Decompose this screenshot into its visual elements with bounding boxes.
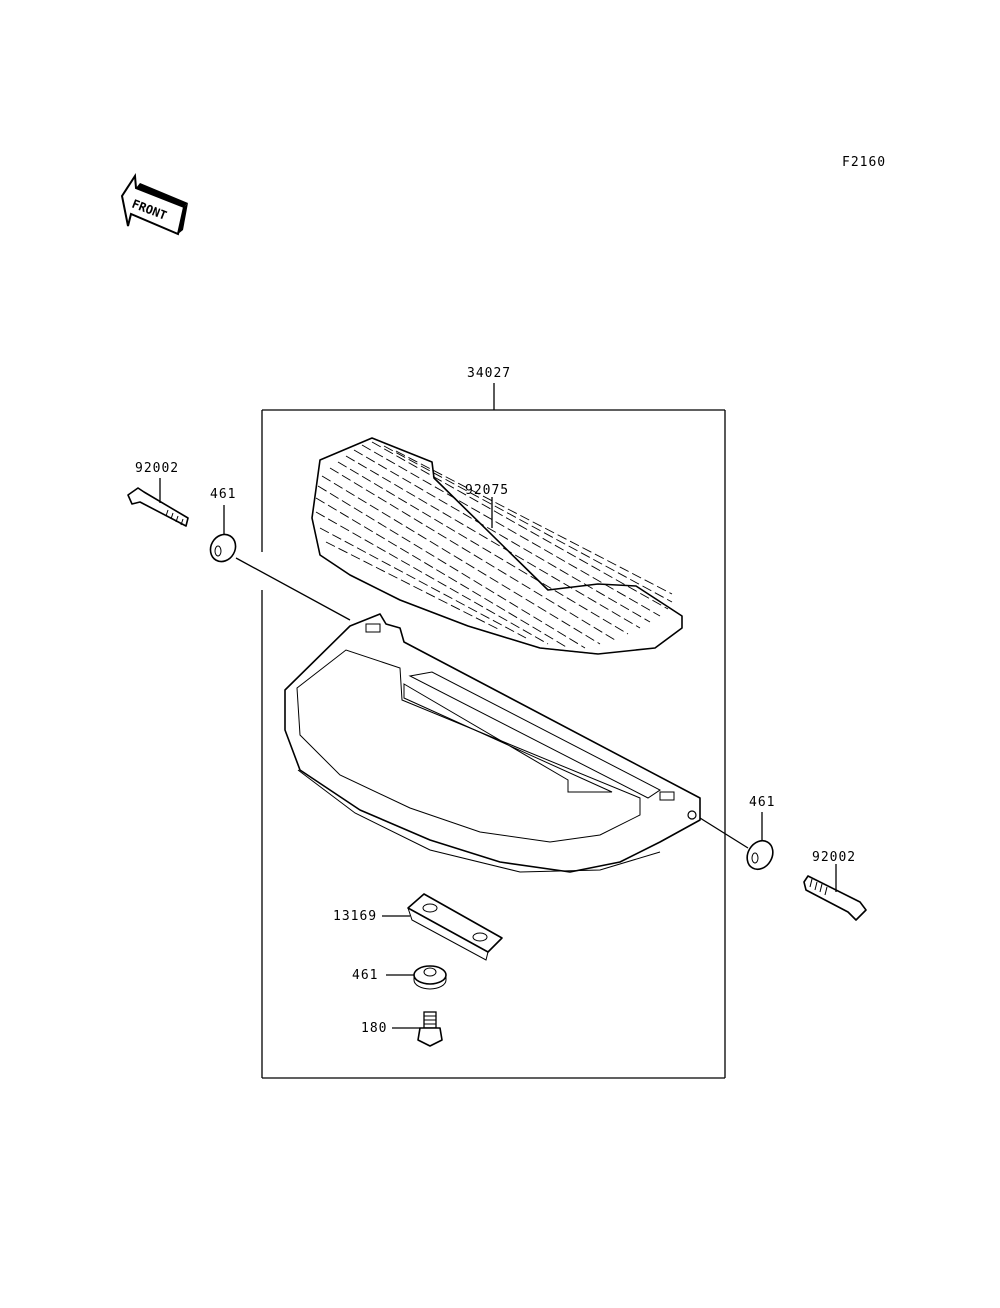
callout-footboard-rubber: 92075	[465, 483, 509, 498]
callout-washer-left: 461	[210, 487, 236, 502]
callout-bolt-left: 92002	[135, 461, 179, 476]
callout-assembly: 34027	[467, 366, 511, 381]
bolt-bottom	[417, 1011, 443, 1047]
bolt-left	[127, 487, 189, 527]
callout-bolt-right: 92002	[812, 850, 856, 865]
washer-left	[209, 533, 237, 563]
callout-washer-bottom: 461	[352, 968, 378, 983]
plate	[407, 893, 503, 961]
figure-code: F2160	[842, 155, 886, 170]
callout-bolt-bottom: 180	[361, 1021, 387, 1036]
washer-bottom	[413, 965, 447, 990]
washer-right	[746, 839, 774, 871]
assembly-box	[261, 383, 726, 1079]
footboard-frame	[284, 613, 701, 873]
front-arrow-icon: FRONT	[120, 173, 188, 236]
callout-plate: 13169	[333, 909, 377, 924]
footboard-rubber-pad	[311, 437, 683, 655]
bolt-right	[803, 875, 867, 921]
callout-washer-right: 461	[749, 795, 775, 810]
